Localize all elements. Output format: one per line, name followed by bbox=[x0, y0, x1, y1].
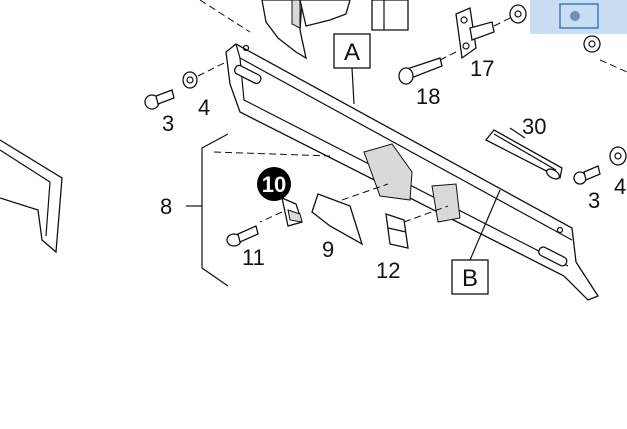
trim-rail bbox=[213, 43, 599, 301]
part-3-label-left: 3 bbox=[162, 111, 174, 136]
part-17-plate bbox=[455, 4, 527, 60]
part-4-label-left: 4 bbox=[198, 95, 210, 120]
part-18-bolt bbox=[398, 51, 457, 85]
part-11-label: 11 bbox=[242, 245, 265, 270]
part-17-label: 17 bbox=[470, 56, 494, 81]
part-9-label: 9 bbox=[322, 237, 334, 262]
screw-washer-left bbox=[144, 61, 227, 110]
overview-thumbnail bbox=[530, 0, 627, 34]
part-10-clip bbox=[259, 196, 303, 227]
part-12-badge bbox=[385, 205, 449, 249]
callout-box-a: A bbox=[333, 33, 371, 69]
callout-b-label: B bbox=[462, 265, 478, 292]
part-9-trim bbox=[311, 183, 389, 246]
part-3-label-right: 3 bbox=[588, 188, 600, 213]
part-11-screw bbox=[226, 225, 259, 247]
upper-assembly-fragment bbox=[199, 0, 409, 60]
cabinet-fragment bbox=[0, 139, 63, 254]
callout-a-label: A bbox=[344, 39, 360, 66]
screw-washer-right bbox=[573, 35, 627, 185]
part-10-label: 10 bbox=[262, 172, 286, 197]
callout-box-b: B bbox=[451, 259, 489, 295]
highlighted-callout-10[interactable]: 10 bbox=[257, 167, 291, 201]
part-30-label: 30 bbox=[522, 114, 546, 139]
part-30-rod bbox=[484, 127, 563, 180]
part-8-bracket-lines bbox=[186, 133, 229, 287]
part-4-label-right: 4 bbox=[614, 174, 626, 199]
leader-lines bbox=[351, 67, 501, 261]
part-8-label: 8 bbox=[160, 194, 172, 219]
part-12-label: 12 bbox=[376, 258, 400, 283]
part-18-label: 18 bbox=[416, 84, 440, 109]
